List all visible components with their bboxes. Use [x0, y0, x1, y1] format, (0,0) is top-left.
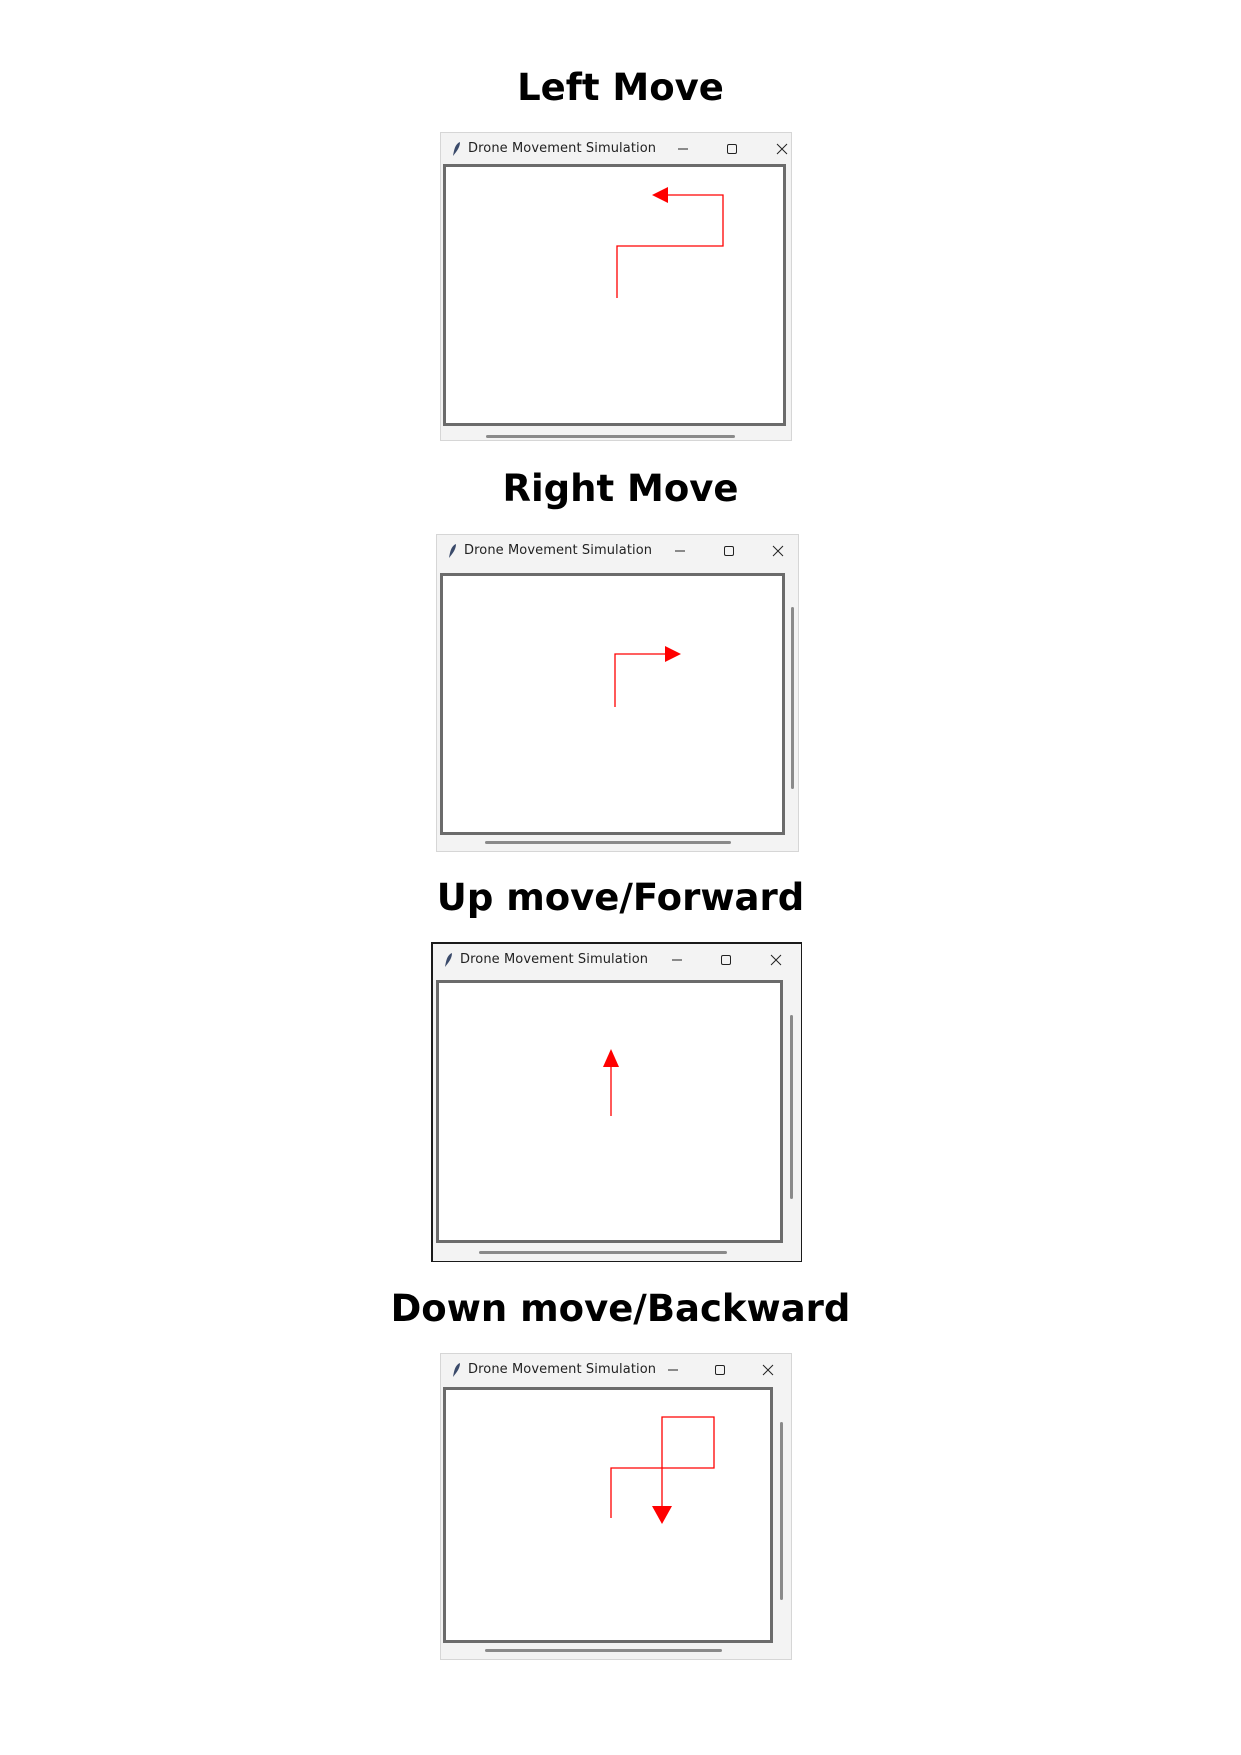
- window-left-move: Drone Movement Simulation: [440, 132, 792, 441]
- title-bar[interactable]: Drone Movement Simulation: [433, 944, 801, 976]
- drawing-canvas: [440, 573, 785, 835]
- feather-icon: [453, 142, 460, 156]
- close-icon[interactable]: [772, 139, 792, 159]
- vertical-scrollbar[interactable]: [780, 1422, 783, 1600]
- heading-right-move: Right Move: [502, 467, 739, 510]
- arrow-left-icon: [652, 187, 668, 203]
- maximize-icon[interactable]: [722, 139, 742, 159]
- heading-up-move: Up move/Forward: [436, 876, 805, 919]
- close-icon[interactable]: [766, 950, 786, 970]
- drawing-canvas: [436, 980, 783, 1243]
- maximize-icon[interactable]: [719, 541, 739, 561]
- maximize-icon[interactable]: [710, 1360, 730, 1380]
- window-title: Drone Movement Simulation: [460, 952, 649, 967]
- feather-icon: [453, 1363, 460, 1377]
- arrow-right-icon: [665, 646, 681, 662]
- horizontal-scrollbar[interactable]: [485, 1649, 722, 1652]
- heading-left-move: Left Move: [517, 66, 724, 109]
- window-down-move: Drone Movement Simulation: [440, 1353, 792, 1660]
- horizontal-scrollbar[interactable]: [486, 435, 735, 438]
- drone-path: [610, 1416, 715, 1524]
- title-bar[interactable]: Drone Movement Simulation: [441, 133, 791, 165]
- horizontal-scrollbar[interactable]: [479, 1251, 727, 1254]
- horizontal-scrollbar[interactable]: [485, 841, 731, 844]
- title-bar[interactable]: Drone Movement Simulation: [437, 535, 798, 567]
- window-up-move: Drone Movement Simulation: [431, 942, 802, 1262]
- window-right-move: Drone Movement Simulation: [436, 534, 799, 852]
- window-title: Drone Movement Simulation: [464, 543, 653, 558]
- window-title: Drone Movement Simulation: [468, 141, 657, 156]
- vertical-scrollbar[interactable]: [790, 1015, 793, 1199]
- minimize-icon[interactable]: [663, 1360, 683, 1380]
- drone-path: [614, 646, 681, 707]
- feather-icon: [445, 953, 452, 967]
- drawing-canvas: [443, 164, 786, 426]
- drawing-canvas: [443, 1387, 773, 1643]
- drone-path: [616, 187, 724, 298]
- vertical-scrollbar[interactable]: [791, 607, 794, 789]
- arrow-up-icon: [603, 1049, 619, 1067]
- close-icon[interactable]: [758, 1360, 778, 1380]
- window-title: Drone Movement Simulation: [468, 1362, 657, 1377]
- minimize-icon[interactable]: [673, 139, 693, 159]
- feather-icon: [449, 544, 456, 558]
- minimize-icon[interactable]: [670, 541, 690, 561]
- maximize-icon[interactable]: [716, 950, 736, 970]
- close-icon[interactable]: [768, 541, 788, 561]
- arrow-down-icon: [652, 1506, 672, 1524]
- drone-path: [603, 1049, 619, 1116]
- heading-down-move: Down move/Backward: [390, 1287, 851, 1330]
- minimize-icon[interactable]: [667, 950, 687, 970]
- title-bar[interactable]: Drone Movement Simulation: [441, 1354, 791, 1386]
